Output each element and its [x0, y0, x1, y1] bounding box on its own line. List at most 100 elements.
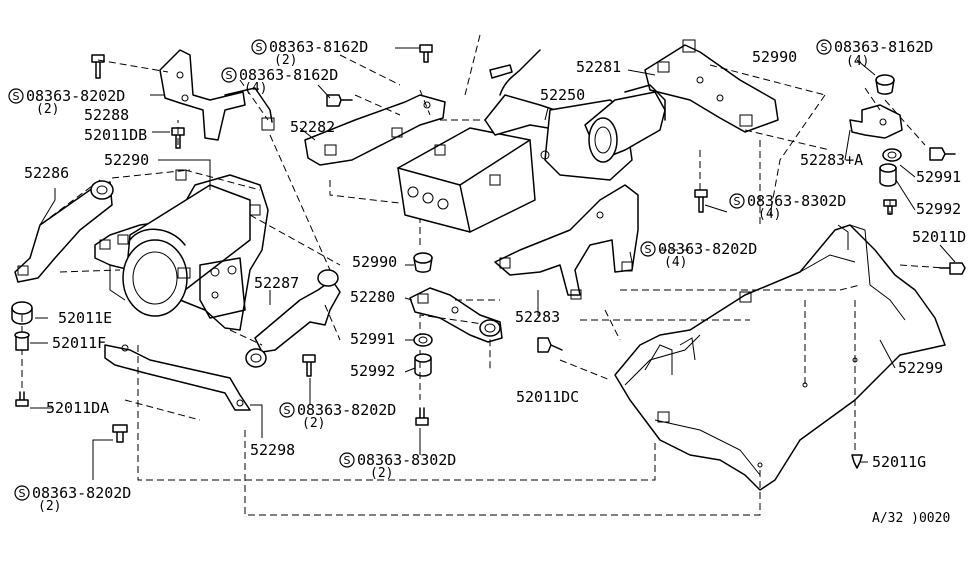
bolt-icon	[419, 44, 433, 63]
standard-part-symbol-icon	[251, 39, 267, 55]
label-52990: 52990	[352, 253, 397, 271]
bolt-code: 08363-8202D	[297, 401, 396, 419]
spacer-52992-part	[879, 163, 897, 187]
actuator-52250-part	[397, 49, 666, 233]
bracket-52288-part	[159, 49, 275, 141]
label-52283A: 52283+A	[800, 151, 863, 169]
svg-text:S: S	[226, 69, 233, 82]
label-52990: 52990	[752, 48, 797, 66]
bolt-callout-b4: S 08363-8162D (4)	[816, 38, 933, 69]
bracket-52298-part	[104, 344, 251, 411]
label-52282: 52282	[290, 118, 335, 136]
standard-part-symbol-icon	[816, 39, 832, 55]
label-52991: 52991	[350, 330, 395, 348]
bolt-icon	[883, 199, 897, 215]
label-52992: 52992	[916, 200, 961, 218]
bolt-callout-b2: S 08363-8162D (2)	[251, 38, 368, 68]
washer-52991-part	[413, 333, 433, 347]
bolt-qty: (2)	[302, 416, 325, 431]
bolt-code: 08363-8302D	[747, 192, 846, 210]
label-52298: 52298	[250, 441, 295, 459]
reference-dashed-lines	[21, 34, 946, 516]
canister-52290-part	[94, 169, 269, 331]
label-52011DB: 52011DB	[84, 126, 147, 144]
standard-part-symbol-icon	[640, 241, 656, 257]
bolt-icon	[694, 189, 708, 213]
bolt-code: 08363-8162D	[239, 66, 338, 84]
part-labels: 52288 52011DB 52286 52290 52011E 52011F …	[24, 48, 966, 471]
label-52011DC: 52011DC	[516, 388, 579, 406]
svg-text:S: S	[821, 41, 828, 54]
standard-part-symbol-icon	[729, 193, 745, 209]
label-52011D: 52011D	[912, 228, 966, 246]
bolt-icon	[171, 127, 185, 149]
bolt-callout-b3: S 08363-8162D (4)	[221, 66, 338, 96]
svg-text:S: S	[13, 90, 20, 103]
spacer-52990-part	[875, 74, 895, 95]
standard-part-symbol-icon	[221, 67, 237, 83]
bolt-code: 08363-8302D	[357, 451, 456, 469]
undercover-52299-part	[614, 224, 946, 491]
bolt-icon	[91, 54, 105, 79]
bolt-icon	[302, 354, 316, 377]
bracket-52286-part	[14, 180, 114, 283]
bolt-icon	[326, 94, 353, 107]
label-52011F: 52011F	[52, 334, 106, 352]
bolt-icon	[15, 391, 29, 407]
bolt-qty: (2)	[36, 102, 59, 117]
label-52290: 52290	[104, 151, 149, 169]
label-52011G: 52011G	[872, 453, 926, 471]
bolt-icon	[537, 337, 563, 353]
svg-text:S: S	[645, 243, 652, 256]
bolt-qty: (2)	[370, 466, 393, 481]
label-52992: 52992	[350, 362, 395, 380]
svg-text:S: S	[19, 487, 26, 500]
clip-52011G-part	[851, 454, 863, 469]
svg-text:S: S	[734, 195, 741, 208]
label-52250: 52250	[540, 86, 585, 104]
bracket-52283-part	[494, 184, 639, 300]
bolt-qty: (4)	[846, 54, 869, 69]
bolt-code: 08363-8202D	[658, 240, 757, 258]
bolt-code: 08363-8162D	[834, 38, 933, 56]
bolt-qty: (4)	[664, 255, 687, 270]
label-52288: 52288	[84, 106, 129, 124]
bracket-52280-part	[409, 287, 503, 343]
spacer-52990-part	[413, 252, 433, 273]
bracket-52287-part	[245, 269, 341, 368]
bolt-callout-b5: S 08363-8302D (4)	[729, 192, 846, 222]
bolt-icon	[415, 407, 429, 426]
bolt-qty: (2)	[274, 53, 297, 68]
bracket-52283A-part	[849, 104, 903, 139]
bolt-code: 08363-8202D	[26, 87, 125, 105]
svg-text:S: S	[256, 41, 263, 54]
bracket-52282-part	[304, 94, 446, 166]
standard-part-symbol-icon	[8, 88, 24, 104]
drawing-code: A/32 )0020	[872, 511, 950, 526]
svg-text:S: S	[284, 404, 291, 417]
bolt-callout-b9: S 08363-8202D (2)	[14, 484, 131, 514]
label-52287: 52287	[254, 274, 299, 292]
bolt-qty: (4)	[758, 207, 781, 222]
spacer-52011F-part	[14, 331, 30, 351]
bolt-icon	[112, 424, 128, 443]
spacer-52992-part	[414, 353, 432, 377]
bracket-52281-part	[644, 39, 779, 133]
bolt-callout-b6: S 08363-8202D (4)	[640, 240, 757, 270]
washer-52991-part	[882, 148, 902, 162]
bolt-code: 08363-8202D	[32, 484, 131, 502]
label-52280: 52280	[350, 288, 395, 306]
label-52991: 52991	[916, 168, 961, 186]
bolt-qty: (2)	[38, 499, 61, 514]
bolt-callout-b1: S 08363-8202D (2)	[8, 87, 125, 117]
label-52281: 52281	[576, 58, 621, 76]
standard-part-symbol-icon	[339, 452, 355, 468]
label-52299: 52299	[898, 359, 943, 377]
bolt-callout-b8: S 08363-8302D (2)	[339, 451, 456, 481]
bolt-code: 08363-8162D	[269, 38, 368, 56]
leader-lines	[30, 47, 956, 480]
bolt-icon	[929, 147, 956, 161]
label-52286: 52286	[24, 164, 69, 182]
